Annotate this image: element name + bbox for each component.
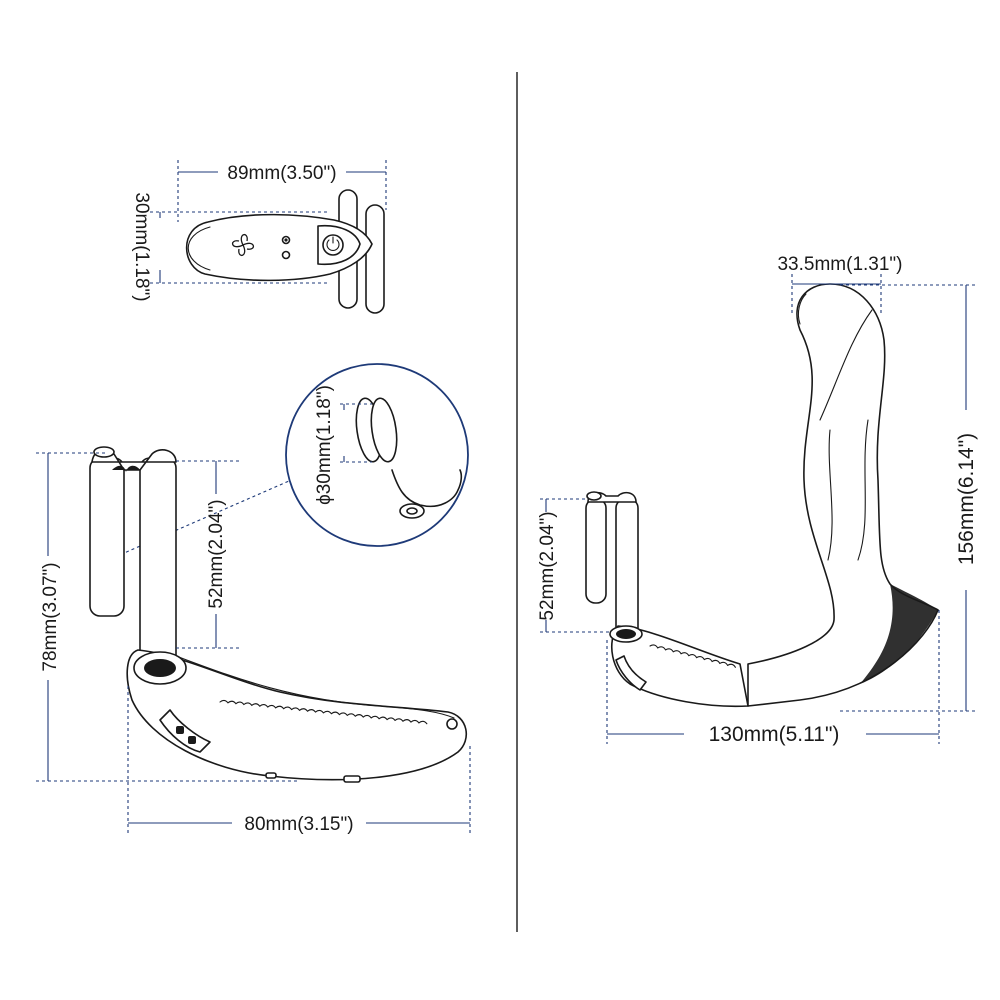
top-view-width-label: 89mm(3.50") bbox=[227, 163, 336, 184]
side-ring-tube-left bbox=[585, 498, 607, 604]
top-view: 89mm(3.50") 30mm(1.18") bbox=[131, 160, 387, 314]
detail-ring-inner bbox=[370, 397, 398, 463]
ring-detail: ϕ30mm(1.18") bbox=[111, 363, 469, 561]
front-view: 78mm(3.07") 52mm(2.04") 80mm(3.15") bbox=[36, 446, 471, 836]
power-button-icon bbox=[322, 234, 344, 256]
top-view-ring-front bbox=[365, 204, 385, 314]
side-total-length-label: 130mm(5.11") bbox=[709, 723, 840, 746]
front-total-height-label: 78mm(3.07") bbox=[40, 562, 61, 671]
side-tip-width-label: 33.5mm(1.31") bbox=[777, 254, 902, 275]
top-view-height-label: 30mm(1.18") bbox=[131, 192, 152, 301]
side-view: 33.5mm(1.31") 156mm(6.14") 52mm(2.04") 1… bbox=[537, 254, 978, 746]
front-base-width-label: 80mm(3.15") bbox=[244, 814, 353, 835]
minus-button-icon bbox=[281, 250, 291, 260]
side-ring-tube-right bbox=[615, 498, 639, 642]
brand-logo-icon bbox=[232, 234, 254, 256]
ring-diameter-label: ϕ30mm(1.18") bbox=[314, 385, 335, 505]
detail-body-edge bbox=[391, 469, 463, 508]
side-base-housing bbox=[610, 625, 749, 708]
side-buttons bbox=[615, 655, 647, 691]
front-base-body bbox=[126, 649, 468, 781]
side-arm-contours bbox=[819, 309, 873, 561]
side-ring-height-label: 52mm(2.04") bbox=[537, 511, 558, 620]
front-buttons bbox=[159, 709, 211, 753]
front-ring-height-label: 52mm(2.04") bbox=[206, 499, 227, 608]
side-total-height-label: 156mm(6.14") bbox=[955, 433, 978, 565]
side-ridges bbox=[649, 644, 736, 668]
front-ring-tube-left bbox=[89, 457, 125, 617]
front-ridges bbox=[219, 699, 428, 725]
front-ring-tube-right bbox=[139, 457, 177, 669]
front-charge-port-icon bbox=[446, 718, 458, 730]
